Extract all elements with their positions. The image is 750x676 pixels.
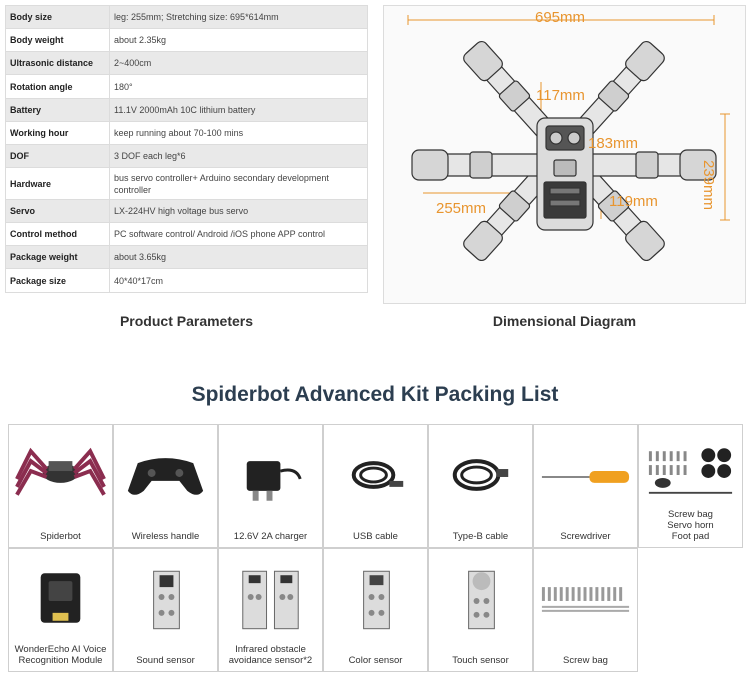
packing-item: Screwdriver <box>533 424 638 548</box>
packing-item: USB cable <box>323 424 428 548</box>
packing-item: Color sensor <box>323 548 428 672</box>
packing-list-title: Spiderbot Advanced Kit Packing List <box>191 383 559 406</box>
param-key: Package weight <box>5 245 110 269</box>
packing-item: Sound sensor <box>113 548 218 672</box>
dimension-body-top-label: 117mm <box>536 87 585 104</box>
param-key: Control method <box>5 222 110 246</box>
packing-item: Type-B cable <box>428 424 533 548</box>
packing-item: Screw bag <box>533 548 638 672</box>
dimension-body-width-label: 183mm <box>588 135 639 152</box>
product-parameters-caption: Product Parameters <box>119 313 254 329</box>
param-key: Package size <box>5 268 110 293</box>
param-key: Rotation angle <box>5 74 110 99</box>
param-value: leg: 255mm; Stretching size: 695*614mm <box>109 5 368 29</box>
param-value: keep running about 70-100 mins <box>109 121 368 145</box>
param-key: DOF <box>5 144 110 168</box>
packing-list-grid: Spiderbot Wireless handle 12.6V 2A charger… <box>8 424 744 674</box>
dimensional-diagram-caption: Dimensional Diagram <box>492 313 637 329</box>
packing-item-label: USB cable <box>353 531 398 542</box>
packing-item-label: Type-B cable <box>452 531 509 542</box>
param-key: Working hour <box>5 121 110 145</box>
packing-item: Touch sensor <box>428 548 533 672</box>
param-value: about 2.35kg <box>109 28 368 52</box>
param-value: 40*40*17cm <box>109 268 368 293</box>
param-key: Ultrasonic distance <box>5 51 110 75</box>
packing-item-label: Wireless handle <box>131 531 200 542</box>
param-value: bus servo controller+ Arduino secondary … <box>109 167 368 200</box>
dimension-height-label: 239mm <box>700 160 717 211</box>
packing-item-label: Color sensor <box>348 655 403 666</box>
dimension-width-label: 695mm <box>535 9 586 26</box>
param-value: 11.1V 2000mAh 10C lithium battery <box>109 98 368 122</box>
param-key: Body size <box>5 5 110 29</box>
packing-item-label: Screw bag Servo horn Foot pad <box>667 509 714 542</box>
param-key: Hardware <box>5 167 110 200</box>
dimension-leg-label: 255mm <box>436 200 487 217</box>
dimensional-diagram: 695mm 239mm 117mm 183mm 255mm 119mm <box>383 5 746 304</box>
param-key: Servo <box>5 199 110 223</box>
packing-item: Spiderbot <box>8 424 113 548</box>
param-value: 3 DOF each leg*6 <box>109 144 368 168</box>
packing-item-label: Screw bag <box>563 655 608 666</box>
robot-top-view-drawing <box>407 15 730 262</box>
packing-item-label: Touch sensor <box>452 655 509 666</box>
param-key: Body weight <box>5 28 110 52</box>
packing-item-label: Sound sensor <box>136 655 195 666</box>
packing-item: WonderEcho AI Voice Recognition Module <box>8 548 113 672</box>
dimension-body-bottom-label: 119mm <box>609 193 658 210</box>
packing-item-label: Spiderbot <box>40 531 81 542</box>
packing-item: Screw bag Servo horn Foot pad <box>638 424 743 548</box>
param-value: PC software control/ Android /iOS phone … <box>109 222 368 246</box>
param-value: 180° <box>109 74 368 99</box>
param-value: 2~400cm <box>109 51 368 75</box>
param-key: Battery <box>5 98 110 122</box>
packing-item: 12.6V 2A charger <box>218 424 323 548</box>
param-value: about 3.65kg <box>109 245 368 269</box>
packing-item-label: Screwdriver <box>560 531 611 542</box>
packing-item-label: WonderEcho AI Voice Recognition Module <box>14 644 107 666</box>
packing-item-label: Infrared obstacle avoidance sensor*2 <box>228 644 313 666</box>
packing-item-label: 12.6V 2A charger <box>233 531 308 542</box>
param-value: LX-224HV high voltage bus servo <box>109 199 368 223</box>
packing-item: Infrared obstacle avoidance sensor*2 <box>218 548 323 672</box>
packing-item: Wireless handle <box>113 424 218 548</box>
